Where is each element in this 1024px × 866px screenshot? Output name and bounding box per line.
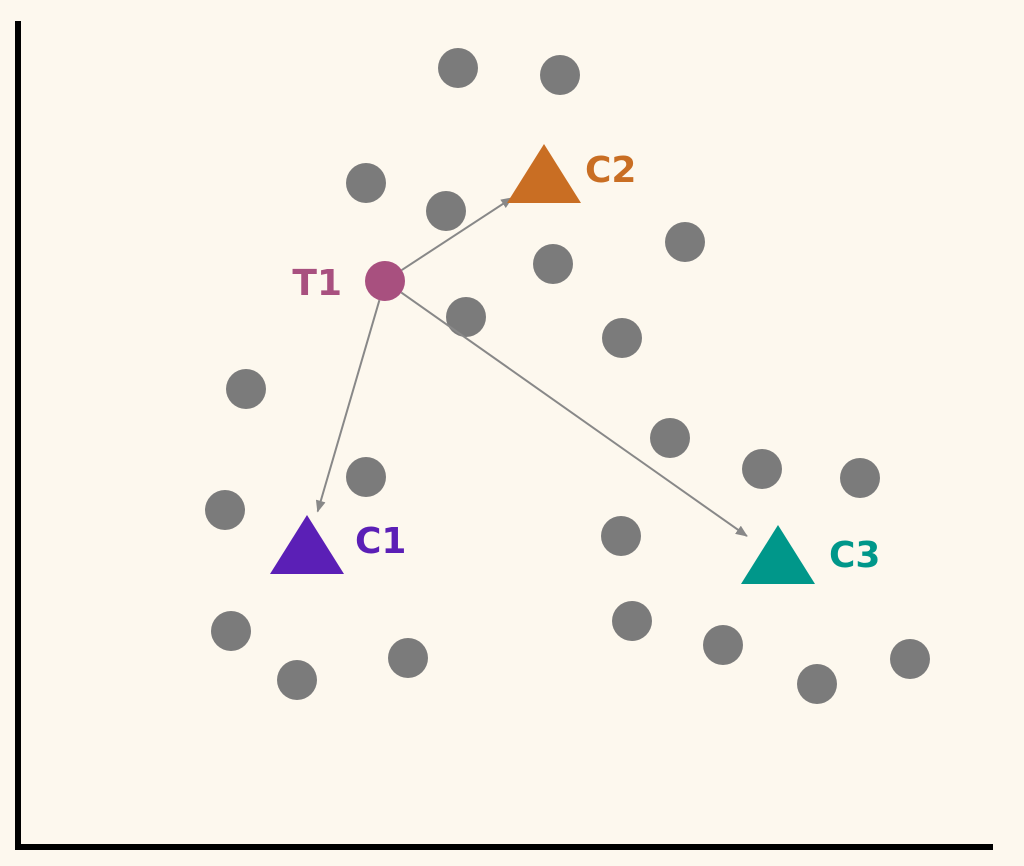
arrow-t1-to-c2 [401, 196, 514, 271]
data-point [446, 297, 486, 337]
data-point [426, 191, 466, 231]
data-point [602, 318, 642, 358]
data-points [205, 48, 930, 704]
query-point-t1 [365, 261, 405, 301]
data-point [211, 611, 251, 651]
c2-label: C2 [585, 150, 636, 191]
data-point [205, 490, 245, 530]
data-point [797, 664, 837, 704]
data-point [388, 638, 428, 678]
data-point [665, 222, 705, 262]
arrow-t1-to-c1 [315, 299, 381, 513]
data-point [540, 55, 580, 95]
t1-label: T1 [292, 263, 342, 304]
c3-label: C3 [829, 535, 880, 576]
centroid-triangle-c1 [270, 515, 344, 574]
data-point [277, 660, 317, 700]
data-point [840, 458, 880, 498]
centroid-triangle-c2 [507, 144, 581, 203]
links [315, 196, 748, 537]
data-point [226, 369, 266, 409]
data-point [346, 163, 386, 203]
data-point [438, 48, 478, 88]
data-point [890, 639, 930, 679]
data-point [601, 516, 641, 556]
c1-label: C1 [355, 521, 406, 562]
data-point [533, 244, 573, 284]
arrow-t1-to-c3 [400, 291, 748, 537]
data-point [650, 418, 690, 458]
data-point [346, 457, 386, 497]
data-point [703, 625, 743, 665]
data-point [742, 449, 782, 489]
data-point [612, 601, 652, 641]
centroid-triangle-c3 [741, 525, 815, 584]
